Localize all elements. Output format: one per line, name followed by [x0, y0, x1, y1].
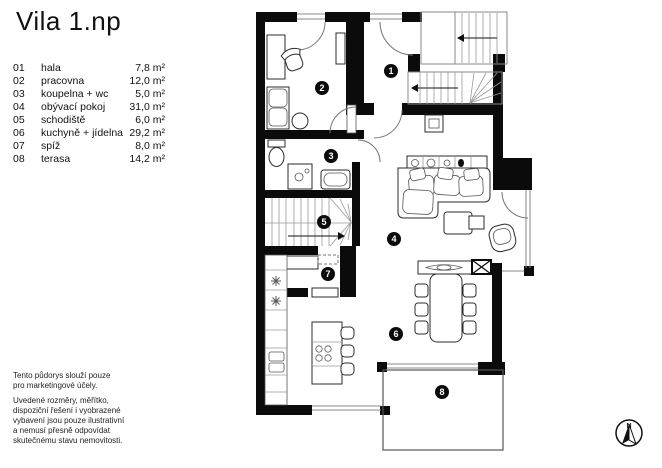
room-name: kuchyně + jídelna: [41, 127, 124, 139]
marker-6: 6: [389, 327, 403, 341]
marker-3: 3: [324, 149, 338, 163]
dining-set: [414, 259, 492, 343]
fridge-snowflake-icon: [271, 276, 281, 286]
svg-text:8: 8: [439, 387, 444, 397]
room-id: 03: [13, 88, 25, 100]
legend-row: 01 hala 7,8 m²: [13, 62, 165, 75]
svg-text:5: 5: [321, 217, 326, 227]
room-id: 08: [13, 153, 25, 165]
marker-1: 1: [384, 64, 398, 78]
bathroom-fixtures: [267, 139, 351, 190]
marker-5: 5: [317, 215, 331, 229]
legend-row: 02 pracovna 12,0 m²: [13, 75, 165, 88]
svg-text:4: 4: [391, 234, 396, 244]
office-chair: [280, 47, 304, 72]
chair: [462, 302, 477, 317]
room-name: obývací pokoj: [41, 101, 106, 113]
room-name: terasa: [41, 153, 71, 165]
terrace-outline: [382, 369, 504, 451]
bar-stool: [340, 362, 355, 376]
room-area: 7,8 m²: [135, 62, 165, 74]
marker-4: 4: [387, 232, 401, 246]
marker-2: 2: [315, 81, 329, 95]
side-table: [468, 215, 485, 230]
legend-row: 05 schodiště 6,0 m²: [13, 114, 165, 127]
staircase-room: [265, 197, 352, 247]
chair: [414, 302, 429, 317]
legend-row: 03 koupelna + wc 5,0 m²: [13, 88, 165, 101]
bar-stool: [340, 344, 355, 358]
room-name: koupelna + wc: [41, 88, 109, 100]
walls: [256, 12, 534, 415]
armchair: [488, 223, 517, 253]
room-area: 5,0 m²: [135, 88, 165, 100]
marketing-disclaimer: Tento půdorys slouží pouze pro marketing…: [13, 371, 111, 390]
room-area: 6,0 m²: [135, 114, 165, 126]
kitchen-counter: [264, 254, 288, 406]
sink: [268, 351, 285, 362]
bar-stool: [340, 326, 355, 340]
legend-row: 08 terasa 14,2 m²: [13, 153, 165, 166]
marker-8: 8: [435, 385, 449, 399]
svg-text:2: 2: [319, 83, 324, 93]
stairs-upper: [407, 11, 508, 105]
room-id: 05: [13, 114, 25, 126]
legend-row: 07 spíž 8,0 m²: [13, 140, 165, 153]
pantry-shelves: [285, 254, 339, 298]
room-id: 06: [13, 127, 25, 139]
chair: [414, 320, 429, 335]
room-area: 12,0 m²: [129, 75, 165, 87]
room-area: 8,0 m²: [135, 140, 165, 152]
freezer-snowflake-icon: [271, 296, 281, 306]
room-name: schodiště: [41, 114, 86, 126]
round-table: [291, 112, 309, 130]
dining-table: [429, 273, 463, 343]
decor-icon: [458, 159, 464, 167]
dimensions-disclaimer: Uvedené rozměry, měřítko, dispoziční řeš…: [13, 396, 125, 445]
marker-7: 7: [321, 267, 335, 281]
legend-row: 06 kuchyně + jídelna 29,2 m²: [13, 127, 165, 140]
svg-text:6: 6: [393, 329, 398, 339]
svg-text:7: 7: [325, 269, 330, 279]
svg-text:3: 3: [328, 151, 333, 161]
chair: [462, 283, 477, 298]
window-lines: [297, 13, 531, 411]
chair: [414, 283, 429, 298]
chair: [462, 320, 477, 335]
bookshelf: [335, 32, 346, 65]
room-id: 04: [13, 101, 25, 113]
compass-icon: N: [615, 419, 643, 447]
toilet: [267, 139, 286, 148]
stair-arrow-icon: [338, 232, 345, 240]
room-id: 01: [13, 62, 25, 74]
kitchen-island: [311, 321, 355, 385]
room-id: 07: [13, 140, 25, 152]
coffee-table: [443, 211, 473, 235]
stair-arrow-icon: [411, 84, 418, 92]
svg-text:1: 1: [388, 66, 393, 76]
stair-arrow-icon: [457, 34, 464, 42]
door-swings: [296, 21, 529, 219]
cooktop: [315, 345, 323, 353]
room-name: pracovna: [41, 75, 85, 87]
office-furniture: [266, 32, 346, 130]
room-legend: 01 hala 7,8 m² 02 pracovna 12,0 m² 03 koupeln…: [13, 62, 165, 166]
room-id: 02: [13, 75, 25, 87]
room-area: 31,0 m²: [129, 101, 165, 113]
legend-row: 04 obývací pokoj 31,0 m²: [13, 101, 165, 114]
shelf: [311, 287, 339, 298]
door-leaf: [346, 104, 357, 134]
room-area: 29,2 m²: [129, 127, 165, 139]
room-area: 14,2 m²: [129, 153, 165, 165]
shelf: [285, 255, 319, 270]
room-name: hala: [41, 62, 61, 74]
living-furniture: [397, 114, 517, 253]
page-title: Vila 1.np: [16, 6, 122, 36]
room-markers: 1 2 3 4 5 6 7 8: [315, 64, 449, 399]
room-name: spíž: [41, 140, 61, 152]
marked-unit: [471, 259, 492, 275]
